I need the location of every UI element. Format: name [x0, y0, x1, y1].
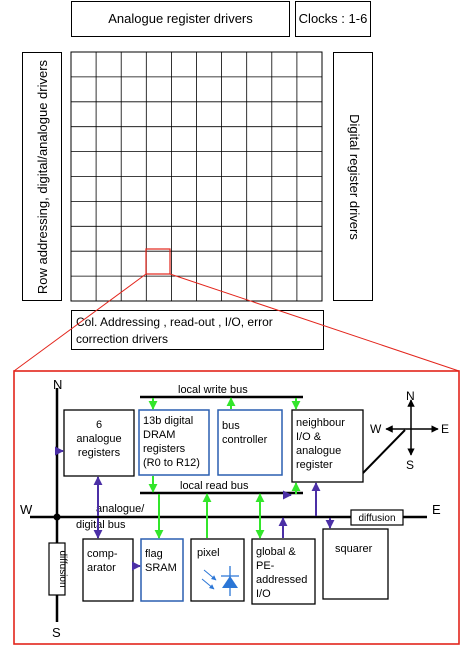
- col-addressing-box: Col. Addressing , read-out , I/O, error …: [71, 310, 324, 350]
- analogue-registers-box: [63, 409, 135, 477]
- comparator-line-1: comp-: [87, 548, 118, 560]
- diffusion-horizontal-label: diffusion: [358, 513, 395, 524]
- green-arrows: [148, 397, 301, 539]
- compass-e-label: E: [432, 502, 441, 517]
- flag-sram-line-2: SRAM: [145, 562, 177, 574]
- analogue-registers-line-2: analogue: [76, 433, 121, 445]
- digital-register-drivers-box: Digital register drivers: [333, 52, 373, 301]
- analogue-registers-line-3: registers: [78, 447, 121, 459]
- analogue-digital-bus-label-1: analogue/: [96, 503, 145, 515]
- global-io-box: [251, 538, 316, 605]
- analogue-register-drivers-box: Analogue register drivers: [71, 1, 290, 37]
- global-io-line-4: I/O: [256, 588, 271, 600]
- dram-registers-box: [138, 409, 210, 476]
- flag-sram-box: [140, 538, 184, 602]
- bus-controller-line-2: controller: [222, 434, 268, 446]
- dram-registers-line-2: DRAM: [143, 429, 175, 441]
- zoom-line-right: [169, 273, 460, 372]
- compass-w-label: W: [20, 502, 33, 517]
- diffusion-vertical-box: [48, 542, 66, 596]
- flag-sram-line-1: flag: [145, 548, 163, 560]
- neighbour-io-line-3: analogue: [296, 445, 341, 457]
- comparator-line-2: arator: [87, 562, 116, 574]
- photodiode-icon: [201, 566, 239, 596]
- compass-rose: [385, 399, 439, 456]
- analogue-registers-line-1: 6: [96, 419, 102, 431]
- neighbour-io-box: [291, 409, 364, 483]
- dram-registers-line-1: 13b digital: [143, 415, 193, 427]
- purple-arrows: [54, 446, 335, 571]
- highlighted-cell: [145, 248, 171, 275]
- zoom-line-left: [13, 273, 147, 372]
- clocks-label: Clocks : 1-6: [298, 11, 368, 26]
- compass-s-label: S: [52, 625, 61, 640]
- pixel-array-grid: [70, 51, 323, 302]
- compass-small-e-label: E: [441, 422, 449, 436]
- clocks-box: Clocks : 1-6: [295, 1, 371, 37]
- compass-small-s-label: S: [406, 458, 414, 472]
- pixel-box: [190, 538, 245, 602]
- global-io-line-1: global &: [256, 546, 296, 558]
- local-write-bus-label: local write bus: [178, 384, 248, 396]
- compass-small-w-label: W: [370, 422, 382, 436]
- col-addressing-line1: Col. Addressing , read-out , I/O, error: [76, 315, 273, 329]
- dram-registers-line-3: registers: [143, 443, 186, 455]
- diffusion-horizontal-box: [350, 509, 404, 526]
- bus-junction: [53, 513, 61, 521]
- squarer-box: [322, 528, 389, 600]
- dram-registers-line-4: (R0 to R12): [143, 457, 200, 469]
- analogue-register-drivers-label: Analogue register drivers: [108, 11, 253, 26]
- global-io-line-2: PE-: [256, 560, 275, 572]
- pe-detail-frame: [13, 370, 460, 645]
- bus-controller-line-1: bus: [222, 420, 240, 432]
- comparator-box: [82, 538, 134, 602]
- global-io-line-3: addressed: [256, 574, 307, 586]
- squarer-label: squarer: [335, 543, 373, 555]
- pixel-label: pixel: [197, 547, 220, 559]
- neighbour-io-line-1: neighbour: [296, 417, 345, 429]
- compass-n-label: N: [53, 377, 62, 392]
- neighbour-io-line-4: register: [296, 459, 333, 471]
- col-addressing-line2: correction drivers: [76, 332, 169, 346]
- compass-small-n-label: N: [406, 389, 415, 403]
- bus-controller-box: [217, 409, 283, 476]
- local-read-bus-label: local read bus: [180, 480, 249, 492]
- row-addressing-box: Row addressing, digital/analogue drivers: [22, 52, 62, 301]
- neighbour-io-line-2: I/O &: [296, 431, 322, 443]
- diffusion-vertical-label: diffusion: [57, 550, 68, 587]
- diagonal-connector: [362, 429, 406, 474]
- analogue-digital-bus-label-2: digital bus: [76, 519, 126, 531]
